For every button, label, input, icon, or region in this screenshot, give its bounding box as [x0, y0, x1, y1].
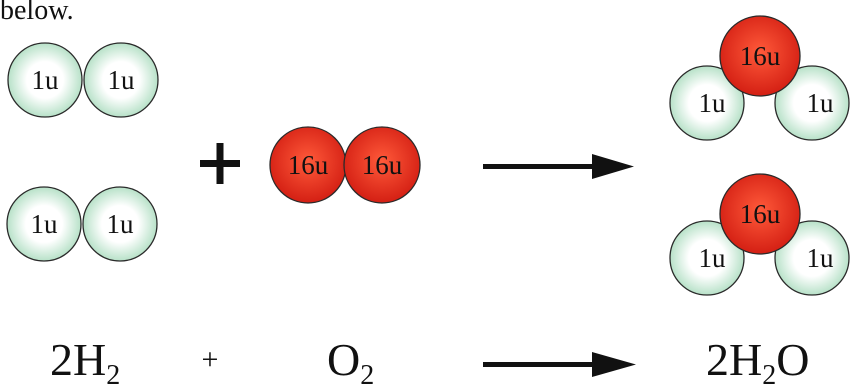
hydrogen-mass-label: 1u: [699, 243, 727, 273]
water-molecule-bottom: 16u 1u 1u: [669, 173, 850, 296]
equation-water-subscript: 2: [762, 360, 776, 384]
hydrogen-mass-label: 1u: [32, 65, 60, 95]
oxygen-atom: [719, 173, 801, 255]
equation-o2-main: O: [327, 334, 360, 384]
hydrogen-atom: [774, 65, 850, 141]
hydrogen-atom: [7, 42, 83, 118]
equation-o2-subscript: 2: [360, 360, 374, 384]
equation-arrow: [483, 352, 636, 377]
equation-reactant-o2: O2: [327, 334, 374, 384]
hydrogen-molecule-bottom: 1u 1u: [6, 186, 158, 262]
oxygen-atom: [343, 126, 421, 204]
equation-h2-subscript: 2: [106, 360, 120, 384]
equation-water-coef: 2H: [706, 334, 762, 384]
equation-water-tail: O: [776, 334, 809, 384]
oxygen-mass-label: 16u: [362, 150, 403, 180]
chemical-equation: 2H2 + O2 2H2O: [50, 334, 809, 384]
water-molecule-top: 16u 1u 1u: [669, 15, 850, 141]
reaction-arrow: [483, 154, 634, 179]
hydrogen-mass-label: 1u: [807, 88, 835, 118]
hydrogen-mass-label: 1u: [108, 65, 136, 95]
oxygen-mass-label: 16u: [740, 199, 781, 229]
hydrogen-atom: [669, 220, 745, 296]
oxygen-mass-label: 16u: [740, 41, 781, 71]
hydrogen-mass-label: 1u: [807, 243, 835, 273]
hydrogen-mass-label: 1u: [107, 209, 135, 239]
hydrogen-atom: [82, 186, 158, 262]
caption-text: below.: [0, 0, 74, 26]
equation-h2-coef: 2H: [50, 334, 106, 384]
hydrogen-molecule-top: 1u 1u: [7, 42, 159, 118]
oxygen-mass-label: 16u: [288, 150, 329, 180]
oxygen-molecule: 16u 16u: [269, 126, 421, 204]
hydrogen-mass-label: 1u: [31, 209, 59, 239]
hydrogen-atom: [6, 186, 82, 262]
equation-plus: +: [202, 343, 219, 376]
hydrogen-atom: [83, 42, 159, 118]
hydrogen-atom: [774, 220, 850, 296]
oxygen-atom: [719, 15, 801, 97]
hydrogen-atom: [669, 65, 745, 141]
hydrogen-mass-label: 1u: [699, 88, 727, 118]
equation-reactant-h2: 2H2: [50, 334, 120, 384]
plus-sign: [200, 143, 240, 184]
equation-product-water: 2H2O: [706, 334, 809, 384]
